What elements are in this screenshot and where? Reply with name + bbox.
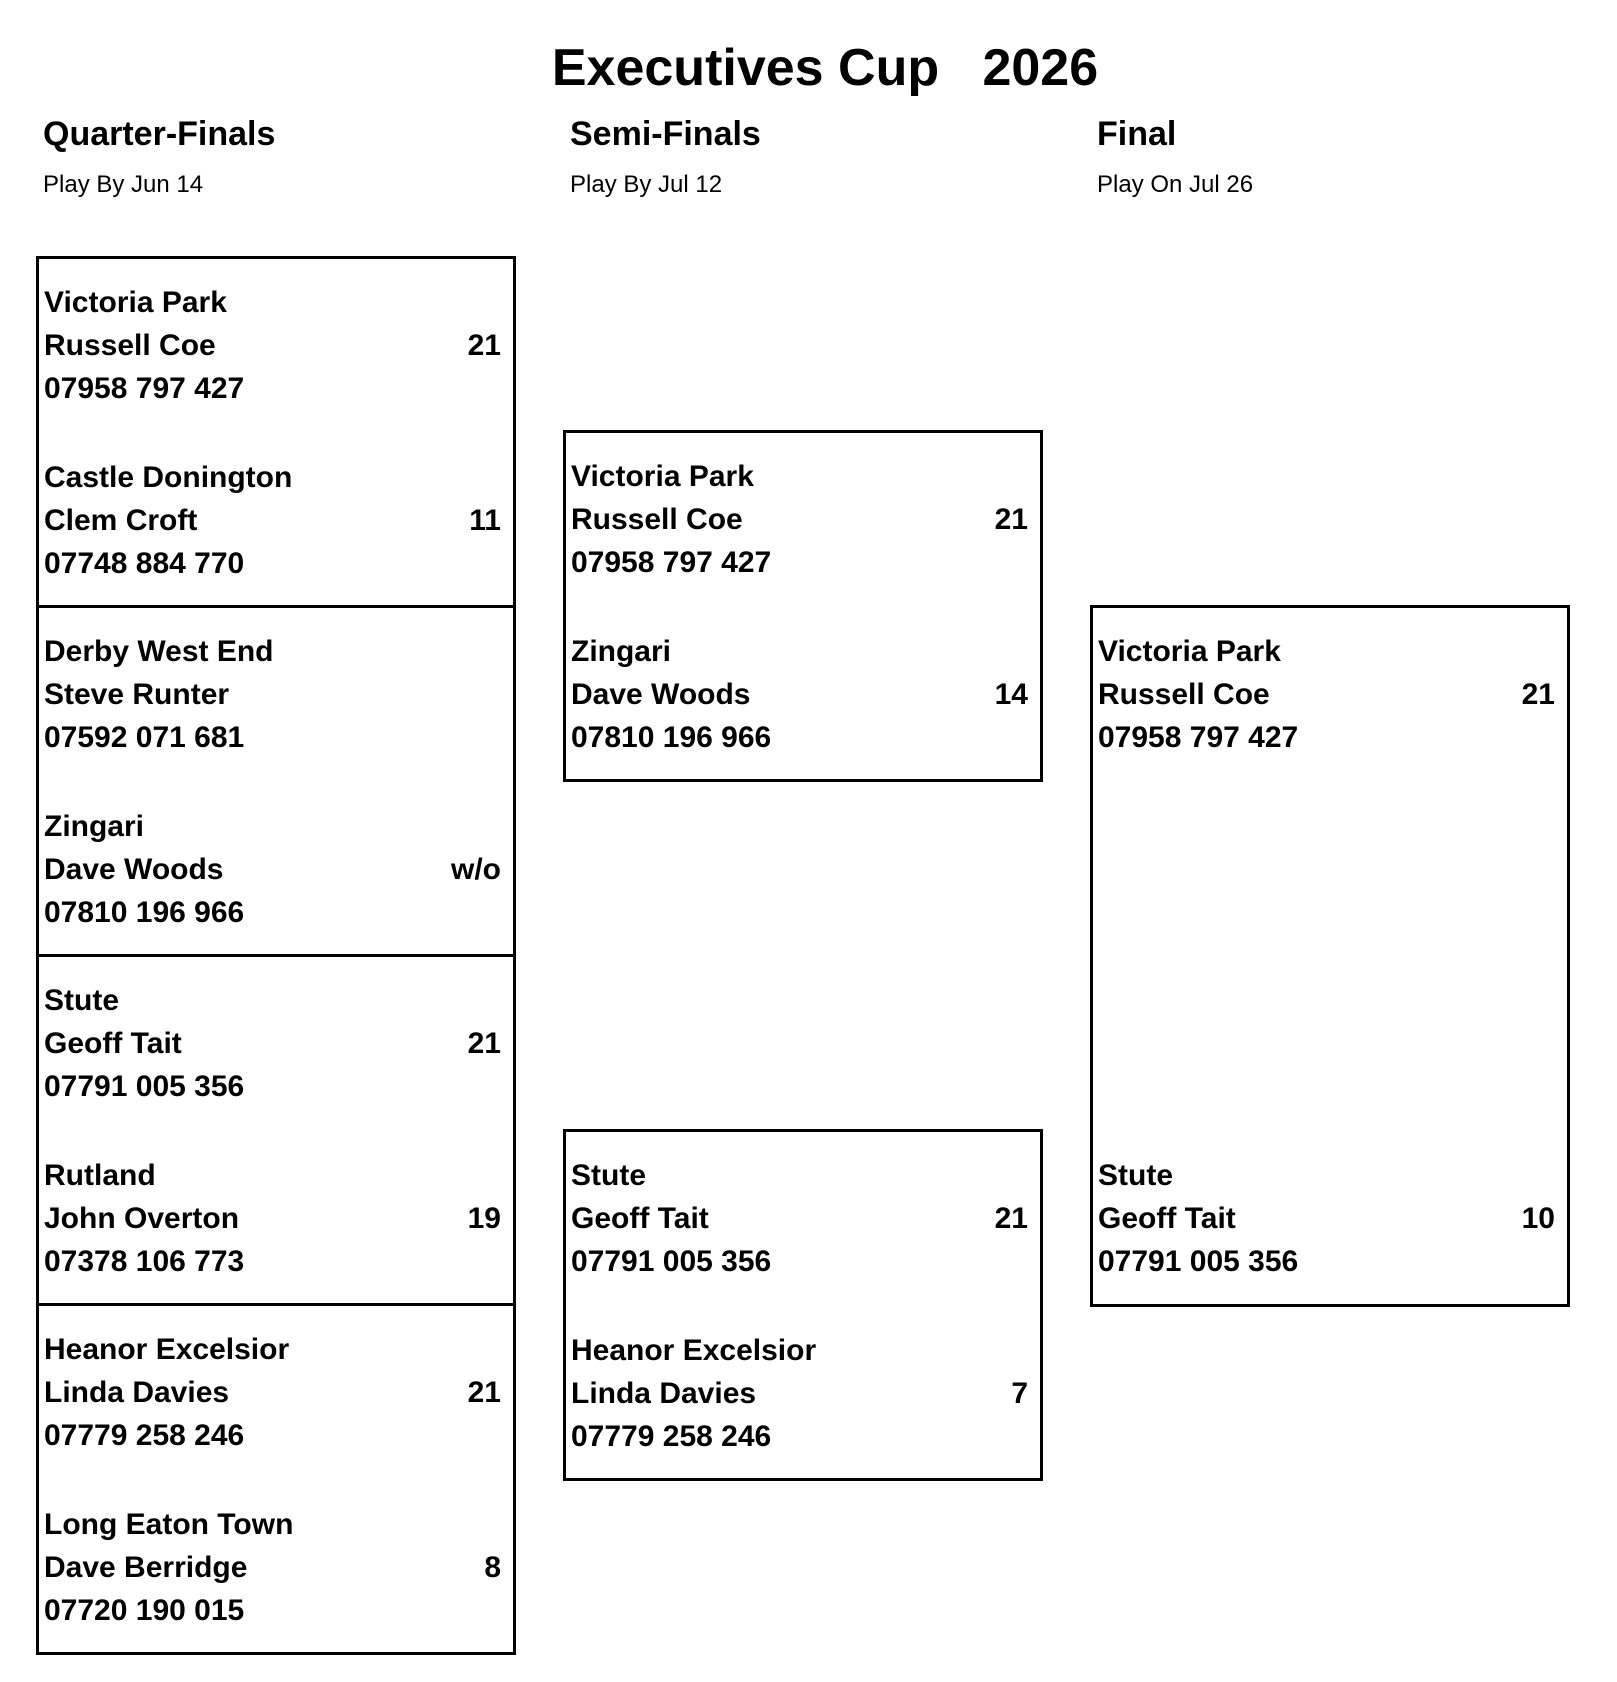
round-name: Final	[1097, 115, 1177, 153]
club-name: Derby West End	[44, 635, 274, 668]
match-entry: Zingari Dave Woods 07810 196 966 w/o	[39, 805, 513, 935]
club-name: Victoria Park	[1098, 635, 1281, 668]
player-name: Russell Coe	[44, 329, 216, 362]
player-name: Dave Woods	[44, 853, 224, 886]
round-header-semi-finals: Semi-Finals Play By Jul 12	[570, 113, 1030, 201]
match-entry: Victoria Park Russell Coe 07958 797 427 …	[39, 281, 513, 411]
phone-number: 07791 005 356	[571, 1245, 772, 1278]
score: 10	[1521, 1202, 1555, 1235]
club-name: Heanor Excelsior	[571, 1334, 817, 1367]
club-name: Stute	[44, 984, 119, 1017]
phone-number: 07810 196 966	[44, 896, 245, 929]
player-name: Dave Woods	[571, 678, 751, 711]
match-entry: Stute Geoff Tait 07791 005 356 21	[566, 1154, 1040, 1284]
player-name: Clem Croft	[44, 504, 198, 537]
match-entry: Heanor Excelsior Linda Davies 07779 258 …	[566, 1329, 1040, 1459]
match-entry: Zingari Dave Woods 07810 196 966 14	[566, 630, 1040, 760]
phone-number: 07378 106 773	[44, 1245, 245, 1278]
match-entry: Victoria Park Russell Coe 07958 797 427 …	[566, 455, 1040, 585]
club-name: Stute	[571, 1159, 646, 1192]
player-name: Geoff Tait	[1098, 1202, 1236, 1235]
match-entry: Heanor Excelsior Linda Davies 07779 258 …	[39, 1328, 513, 1458]
round-date: Play On Jul 26	[1097, 171, 1254, 198]
player-name: John Overton	[44, 1202, 240, 1235]
phone-number: 07958 797 427	[1098, 721, 1299, 754]
round-header-final: Final Play On Jul 26	[1097, 113, 1557, 201]
club-name: Heanor Excelsior	[44, 1333, 290, 1366]
phone-number: 07958 797 427	[44, 372, 245, 405]
club-name: Rutland	[44, 1159, 156, 1192]
player-name: Steve Runter	[44, 678, 230, 711]
phone-number: 07958 797 427	[571, 546, 772, 579]
round-date: Play By Jun 14	[43, 171, 204, 198]
score: 11	[469, 504, 501, 537]
match-entry: Derby West End Steve Runter 07592 071 68…	[39, 630, 513, 760]
sf-match-1: Victoria Park Russell Coe 07958 797 427 …	[563, 430, 1043, 782]
club-name: Victoria Park	[44, 286, 227, 319]
club-name: Zingari	[571, 635, 672, 668]
match-entry: Long Eaton Town Dave Berridge 07720 190 …	[39, 1503, 513, 1633]
score: 21	[994, 1202, 1028, 1235]
match-entry: Stute Geoff Tait 07791 005 356 21	[39, 979, 513, 1109]
round-header-quarter-finals: Quarter-Finals Play By Jun 14	[43, 113, 503, 201]
phone-number: 07779 258 246	[44, 1419, 245, 1452]
score: 8	[484, 1551, 501, 1584]
player-name: Linda Davies	[571, 1377, 757, 1410]
club-name: Victoria Park	[571, 460, 754, 493]
club-name: Castle Donington	[44, 461, 293, 494]
phone-number: 07810 196 966	[571, 721, 772, 754]
qf-match-2: Derby West End Steve Runter 07592 071 68…	[36, 605, 516, 957]
phone-number: 07779 258 246	[571, 1420, 772, 1453]
player-name: Geoff Tait	[571, 1202, 709, 1235]
match-entry: Stute Geoff Tait 07791 005 356 10	[1093, 1154, 1567, 1284]
qf-match-3: Stute Geoff Tait 07791 005 356 21 Rutlan…	[36, 954, 516, 1306]
phone-number: 07791 005 356	[44, 1070, 245, 1103]
player-name: Russell Coe	[571, 503, 743, 536]
sf-match-2: Stute Geoff Tait 07791 005 356 21 Heanor…	[563, 1129, 1043, 1481]
player-name: Geoff Tait	[44, 1027, 182, 1060]
player-name: Linda Davies	[44, 1376, 230, 1409]
score: 7	[1011, 1377, 1028, 1410]
club-name: Zingari	[44, 810, 145, 843]
club-name: Long Eaton Town	[44, 1508, 294, 1541]
score: 21	[994, 503, 1028, 536]
match-entry: Rutland John Overton 07378 106 773 19	[39, 1154, 513, 1284]
player-name: Dave Berridge	[44, 1551, 248, 1584]
phone-number: 07791 005 356	[1098, 1245, 1299, 1278]
score: 21	[467, 1027, 501, 1060]
phone-number: 07720 190 015	[44, 1594, 245, 1627]
score: w/o	[451, 853, 501, 886]
page-title: Executives Cup 2026	[551, 39, 1099, 97]
player-name: Russell Coe	[1098, 678, 1270, 711]
round-date: Play By Jul 12	[570, 171, 723, 198]
final-match: Victoria Park Russell Coe 07958 797 427 …	[1090, 605, 1570, 1307]
phone-number: 07748 884 770	[44, 547, 245, 580]
score: 21	[1521, 678, 1555, 711]
match-entry: Castle Donington Clem Croft 07748 884 77…	[39, 456, 513, 586]
qf-match-1: Victoria Park Russell Coe 07958 797 427 …	[36, 256, 516, 608]
score: 21	[467, 329, 501, 362]
match-entry: Victoria Park Russell Coe 07958 797 427 …	[1093, 630, 1567, 760]
score: 21	[467, 1376, 501, 1409]
qf-match-4: Heanor Excelsior Linda Davies 07779 258 …	[36, 1303, 516, 1655]
round-name: Semi-Finals	[570, 115, 761, 153]
club-name: Stute	[1098, 1159, 1173, 1192]
phone-number: 07592 071 681	[44, 721, 245, 754]
score: 14	[994, 678, 1028, 711]
score: 19	[467, 1202, 501, 1235]
round-name: Quarter-Finals	[43, 115, 276, 153]
